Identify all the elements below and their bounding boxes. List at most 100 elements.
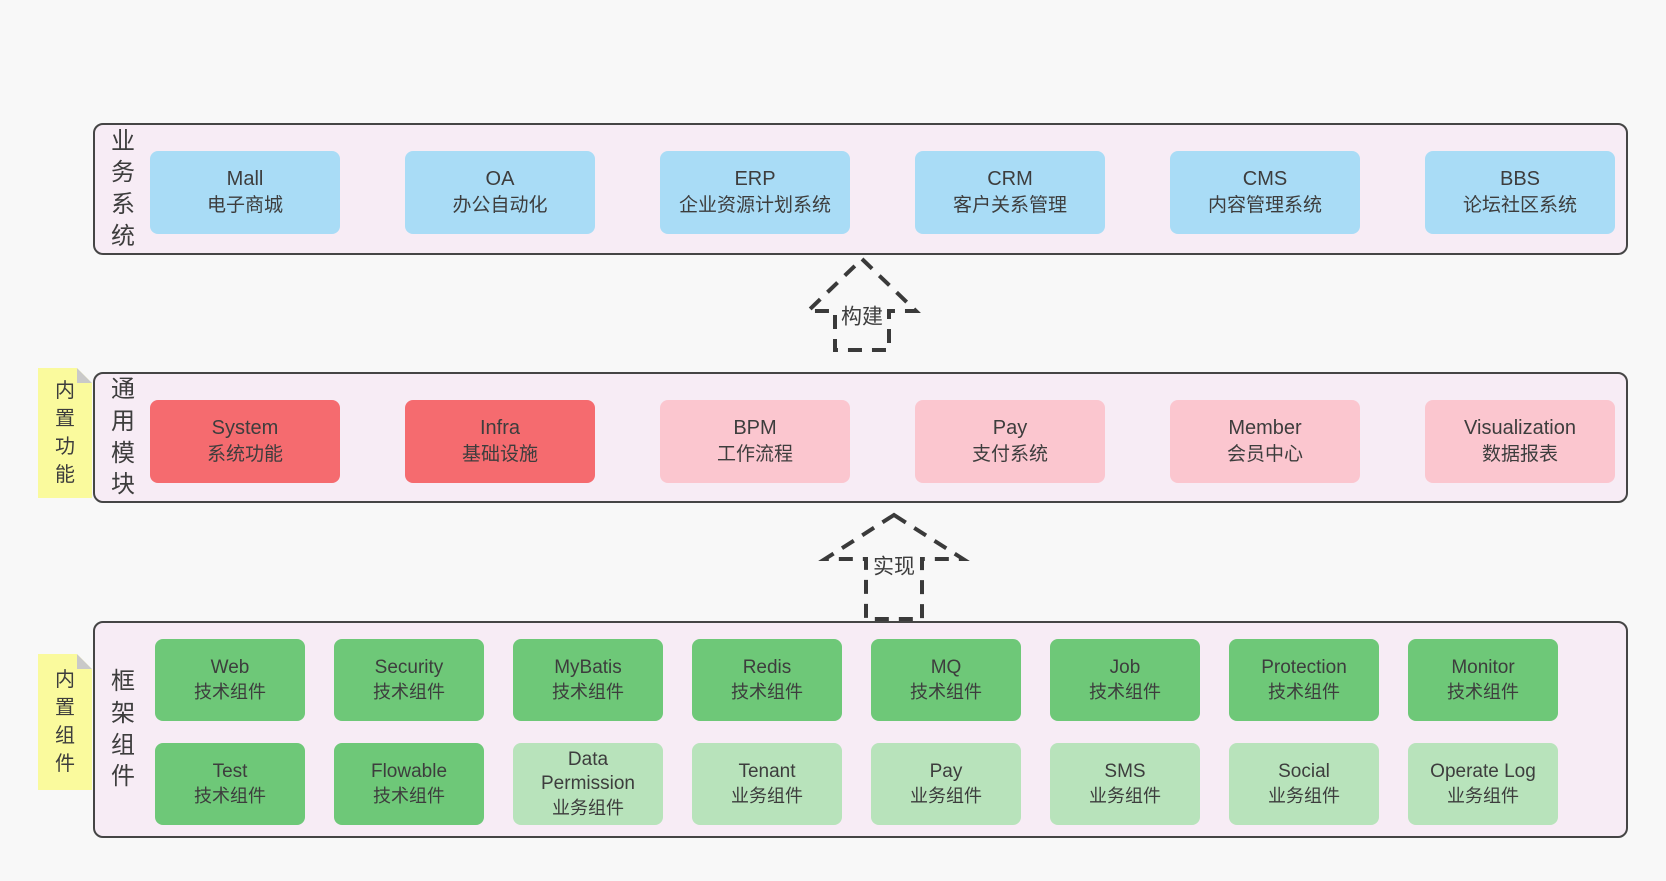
box-title: Social xyxy=(1278,761,1330,783)
sticky-note-builtin-components: 内置组件 xyxy=(38,654,92,790)
box-subtitle: 技术组件 xyxy=(910,681,982,702)
box-title: Tenant xyxy=(738,761,796,783)
box-crm: CRM 客户关系管理 xyxy=(915,151,1105,234)
box-title: OA xyxy=(485,168,515,191)
box-title: BBS xyxy=(1499,168,1541,191)
folded-corner-icon xyxy=(77,654,92,669)
band-label-framework-components: 框架组件 xyxy=(103,623,143,836)
box-bpm: BPM 工作流程 xyxy=(660,400,850,483)
box-title: Redis xyxy=(742,657,792,679)
box-subtitle: 技术组件 xyxy=(1447,681,1519,702)
band-label-common-modules: 通用模块 xyxy=(103,374,143,501)
box-title: Flowable xyxy=(370,761,448,783)
box-title: Monitor xyxy=(1451,657,1515,679)
band-common-modules: 通用模块 System 系统功能 Infra 基础设施 BPM 工作流程 Pay 支付系统 Me… xyxy=(93,372,1628,503)
box-title: SMS xyxy=(1104,761,1146,783)
box-title: Test xyxy=(212,761,248,783)
box-system: System 系统功能 xyxy=(150,400,340,483)
band-label-text: 业务系统 xyxy=(111,127,135,250)
box-infra: Infra 基础设施 xyxy=(405,400,595,483)
box-title: Pay xyxy=(992,417,1028,440)
box-subtitle: 论坛社区系统 xyxy=(1462,195,1577,217)
box-title: Pay xyxy=(929,761,963,783)
arrow-build-label: 构建 xyxy=(841,306,883,329)
box-title: System xyxy=(211,417,279,440)
box-title: MyBatis xyxy=(554,657,622,679)
arrow-up-implement-icon: 实现 xyxy=(818,512,970,621)
band-label-text: 通用模块 xyxy=(111,376,135,499)
box-title: ERP xyxy=(734,168,776,191)
box-subtitle: 内容管理系统 xyxy=(1207,195,1322,217)
box-title: CMS xyxy=(1242,168,1288,191)
box-subtitle: 业务组件 xyxy=(910,785,982,806)
box-subtitle: 技术组件 xyxy=(373,681,445,702)
folded-corner-icon xyxy=(77,368,92,383)
box-subtitle: 技术组件 xyxy=(194,681,266,702)
box-title: Visualization xyxy=(1464,417,1576,440)
box-title: Member xyxy=(1228,417,1302,440)
box-subtitle: 技术组件 xyxy=(1268,681,1340,702)
box-subtitle: 基础设施 xyxy=(461,444,538,466)
box-title: Web xyxy=(210,657,250,679)
box-title: Protection xyxy=(1261,657,1347,679)
box-title: Operate Log xyxy=(1430,761,1536,783)
box-subtitle: 业务组件 xyxy=(731,785,803,806)
box-subtitle: 电子商城 xyxy=(206,195,283,217)
box-subtitle: 客户关系管理 xyxy=(952,195,1067,217)
box-member: Member 会员中心 xyxy=(1170,400,1360,483)
arrow-up-build-icon: 构建 xyxy=(803,256,921,352)
box-subtitle: 业务组件 xyxy=(1268,785,1340,806)
box-title: Security xyxy=(374,657,444,679)
box-subtitle: 技术组件 xyxy=(552,681,624,702)
box-subtitle: 技术组件 xyxy=(1089,681,1161,702)
box-subtitle: 支付系统 xyxy=(971,444,1048,466)
arrow-implement-label: 实现 xyxy=(873,556,915,579)
box-pay: Pay 支付系统 xyxy=(915,400,1105,483)
box-subtitle: 系统功能 xyxy=(206,444,283,466)
sticky-note-text: 内置功能 xyxy=(55,380,75,486)
box-subtitle: 技术组件 xyxy=(373,785,445,806)
box-title: MQ xyxy=(930,657,962,679)
box-title: Mall xyxy=(226,168,264,191)
box-title: Data Permission xyxy=(541,749,635,795)
band-label-business-systems: 业务系统 xyxy=(103,125,143,253)
box-subtitle: 工作流程 xyxy=(716,444,793,466)
box-mall: Mall 电子商城 xyxy=(150,151,340,234)
box-subtitle: 技术组件 xyxy=(731,681,803,702)
box-title: CRM xyxy=(987,168,1033,191)
box-title: Infra xyxy=(479,417,521,440)
box-title: BPM xyxy=(733,417,777,440)
common-modules-row: System 系统功能 Infra 基础设施 BPM 工作流程 Pay 支付系统 Member 会… xyxy=(150,400,1615,483)
box-subtitle: 会员中心 xyxy=(1226,444,1303,466)
box-bbs: BBS 论坛社区系统 xyxy=(1425,151,1615,234)
box-subtitle: 业务组件 xyxy=(552,797,624,818)
box-subtitle: 业务组件 xyxy=(1447,785,1519,806)
box-cms: CMS 内容管理系统 xyxy=(1170,151,1360,234)
sticky-note-builtin-features: 内置功能 xyxy=(38,368,92,498)
